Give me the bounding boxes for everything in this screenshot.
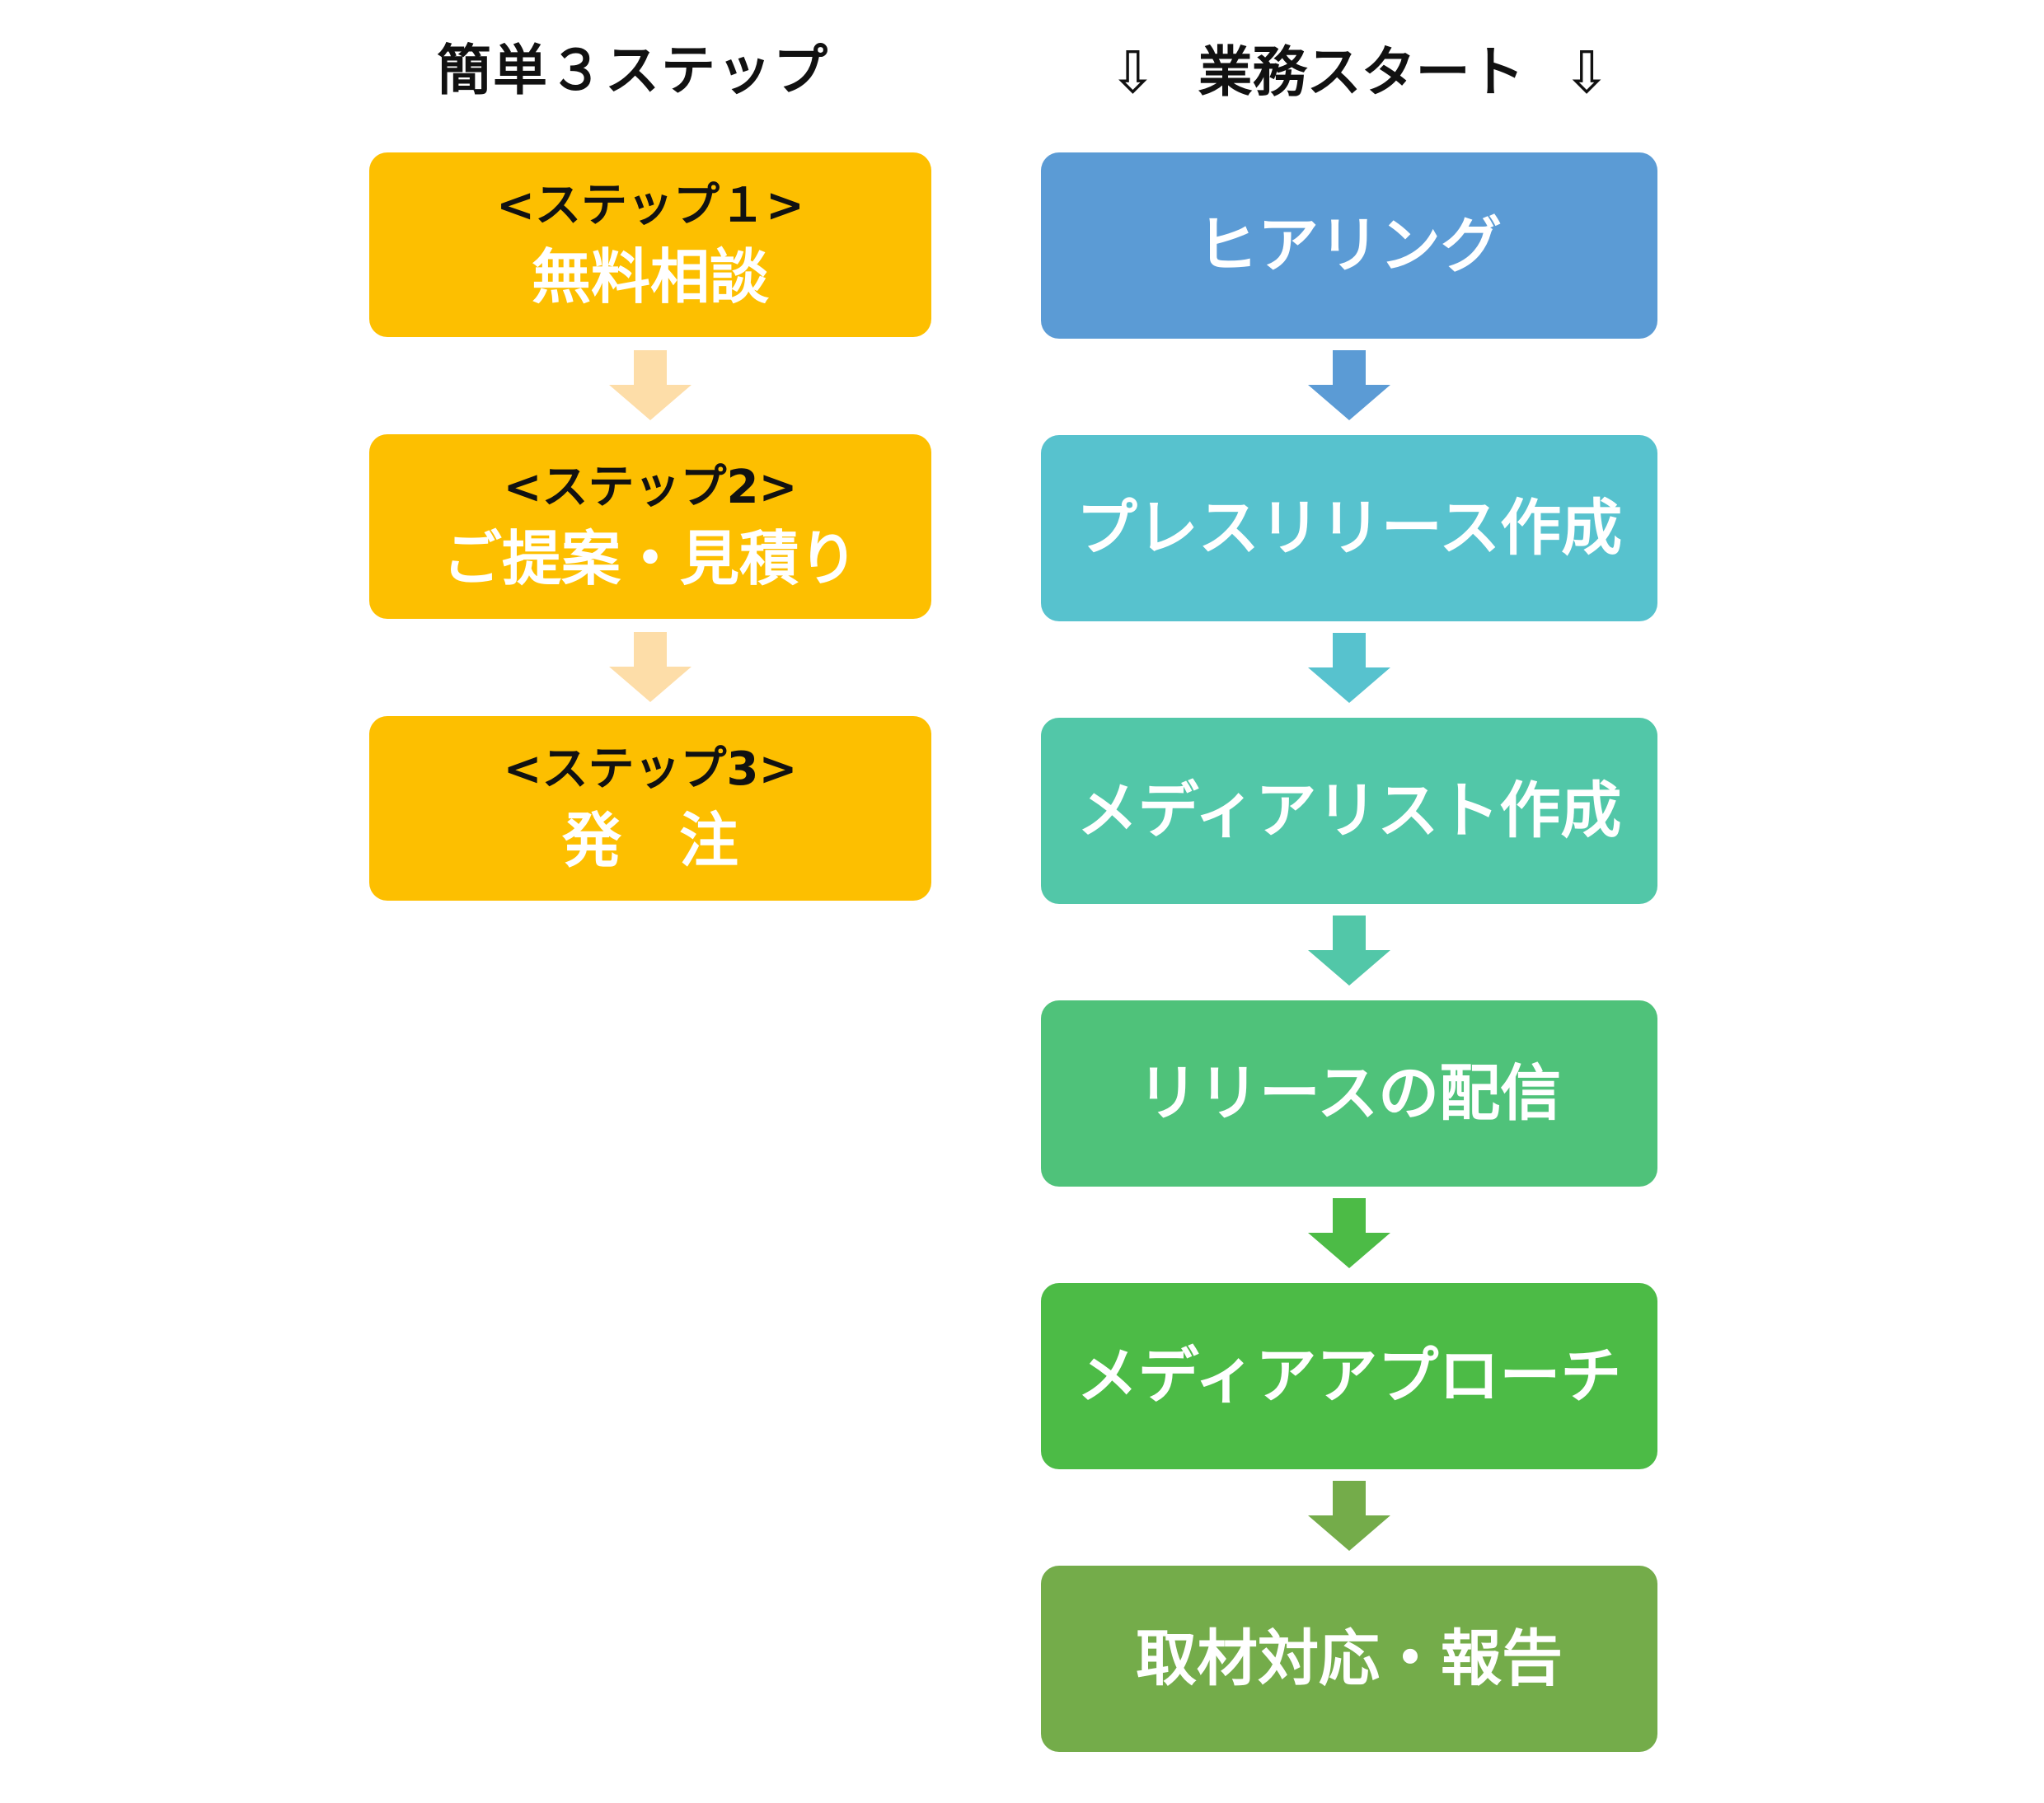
down-arrow-icon bbox=[1308, 916, 1390, 986]
step-2-label: <ステップ2> bbox=[503, 461, 798, 514]
process-box-media-approach: メディアアプローチ bbox=[1041, 1283, 1657, 1469]
step-1-label: <ステップ１> bbox=[496, 179, 804, 232]
process-title: 取材対応・報告 bbox=[1136, 1623, 1563, 1694]
down-arrow-icon bbox=[1308, 633, 1390, 703]
process-title: メディアアプローチ bbox=[1076, 1341, 1622, 1412]
step-2-box: <ステップ2> ご提案・見積り bbox=[369, 434, 931, 619]
process-box-coverage-report: 取材対応・報告 bbox=[1041, 1566, 1657, 1752]
step-3-title: 発注 bbox=[561, 806, 796, 875]
step-1-box: <ステップ１> 無料相談 bbox=[369, 152, 931, 337]
process-box-press-release: プレスリリース作成 bbox=[1041, 435, 1657, 621]
left-column-heading: 簡単３ステップ bbox=[437, 39, 829, 102]
process-box-hearing: ヒアリング bbox=[1041, 152, 1657, 339]
process-title: リリースの配信 bbox=[1137, 1058, 1562, 1129]
down-arrow-icon bbox=[609, 350, 691, 420]
down-arrow-icon bbox=[609, 632, 691, 702]
step-3-label: <ステップ3> bbox=[503, 742, 798, 796]
down-arrow-icon bbox=[1308, 1198, 1390, 1268]
down-arrow-icon: ⇩ bbox=[1109, 39, 1157, 106]
process-title: プレスリリース作成 bbox=[1076, 493, 1623, 564]
process-title: ヒアリング bbox=[1197, 210, 1502, 281]
step-3-box: <ステップ3> 発注 bbox=[369, 716, 931, 901]
down-arrow-icon: ⇩ bbox=[1562, 39, 1611, 106]
process-title: メディアリスト作成 bbox=[1076, 775, 1622, 846]
right-column-heading-text: 業務スタート bbox=[1198, 40, 1525, 104]
down-arrow-icon bbox=[1308, 1481, 1390, 1551]
right-column-heading: ⇩ 業務スタート ⇩ bbox=[1109, 44, 1610, 101]
process-box-media-list: メディアリスト作成 bbox=[1041, 718, 1657, 904]
step-1-title: 無料相談 bbox=[531, 242, 769, 311]
step-2-title: ご提案・見積り bbox=[442, 524, 858, 593]
process-box-release-distribution: リリースの配信 bbox=[1041, 1000, 1657, 1187]
down-arrow-icon bbox=[1308, 350, 1390, 420]
